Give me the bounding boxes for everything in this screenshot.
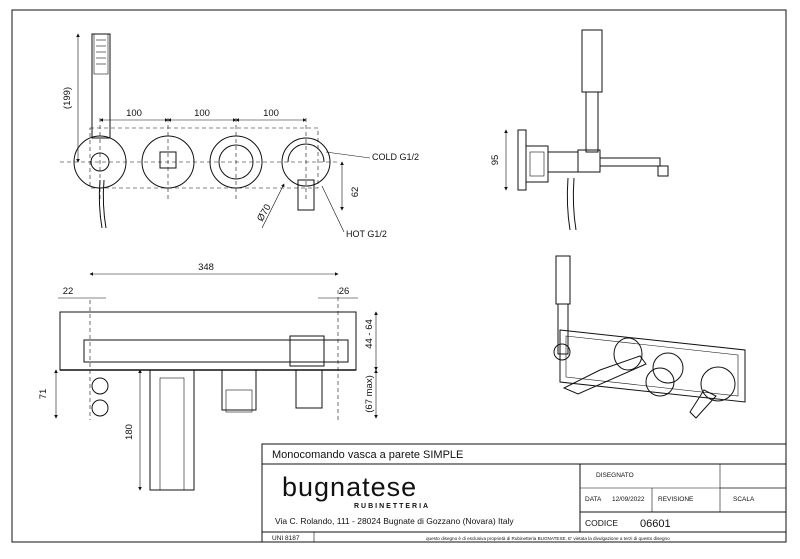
dim-side-height: 95 — [490, 155, 501, 166]
iso-wall-plate — [559, 329, 746, 403]
scala-label: SCALA — [733, 496, 755, 503]
dim-offset: 62 — [350, 187, 361, 198]
side-view: 95 — [490, 29, 669, 231]
cartridge-box — [289, 335, 325, 367]
uni-standard: UNI 8187 — [272, 535, 300, 542]
dim-total-width: 348 — [198, 262, 214, 273]
iso-diverter — [652, 352, 684, 384]
mixer-lever — [287, 143, 325, 163]
drawing-title: Monocomando vasca a parete SIMPLE — [272, 449, 463, 461]
handshower-body — [91, 33, 111, 139]
codice-label: CODICE — [585, 518, 618, 528]
brand-subtitle: RUBINETTERIA — [354, 503, 430, 510]
iso-thermostat — [645, 367, 675, 397]
side-spout — [599, 157, 661, 167]
side-handshower-handle — [585, 91, 599, 153]
handshower-nozzles — [96, 39, 106, 65]
spout-section — [149, 369, 195, 491]
hose — [98, 179, 103, 229]
side-spout-tip — [657, 165, 669, 177]
handshower-outlet-1 — [91, 377, 109, 395]
dim-diameter: Ø70 — [255, 202, 274, 223]
side-valve — [547, 151, 579, 173]
wall-hatch — [59, 311, 357, 371]
front-view: (199) 100 100 100 Ø70 62 COLD G1/2 HOT G… — [60, 33, 419, 239]
iso-handshower-handle — [557, 303, 569, 355]
brand-logo: bugnatese — [282, 472, 417, 502]
handshower-outlet-2 — [91, 399, 109, 417]
dim-spout-height: 180 — [124, 424, 135, 440]
dim-outlet-height: 71 — [38, 389, 49, 400]
iso-spout-rosette — [613, 337, 643, 371]
side-body-box — [525, 145, 549, 183]
title-block: Monocomando vasca a parete SIMPLE bugnat… — [261, 443, 787, 543]
dim-spacing-1: 100 — [126, 108, 142, 119]
callout-cold: COLD G1/2 — [372, 152, 419, 162]
codice-value: 06601 — [640, 518, 671, 530]
sheet-border — [11, 9, 787, 543]
dim-right-offset: 26 — [339, 286, 350, 297]
hose-outer — [102, 179, 107, 229]
iso-mixer-rosette — [700, 366, 736, 402]
side-wall-plate — [517, 129, 527, 191]
section-view: 348 22 26 44 - 64 (67 max) 71 180 — [38, 262, 378, 491]
thermostat-section — [221, 369, 257, 411]
dim-spacing-3: 100 — [263, 108, 279, 119]
disegnato-label: DISEGNATO — [596, 472, 634, 479]
side-hose — [566, 177, 571, 231]
title-block-frame — [261, 443, 787, 543]
iso-handshower-head — [555, 255, 571, 305]
data-value: 12/09/2022 — [612, 496, 645, 503]
company-address: Via C. Rolando, 111 - 28024 Bugnate di G… — [275, 516, 514, 526]
embedded-body — [83, 339, 349, 363]
data-label: DATA — [585, 496, 602, 503]
dim-left-offset: 22 — [63, 286, 74, 297]
iso-spout — [562, 355, 647, 395]
isometric-view — [553, 255, 746, 419]
dim-max-depth: (67 max) — [364, 375, 375, 412]
dim-handshower-height: (199) — [62, 87, 73, 109]
handshower-head — [93, 33, 109, 75]
dim-spacing-2: 100 — [194, 108, 210, 119]
dim-depth: 44 - 64 — [364, 319, 375, 349]
side-handshower-head — [581, 29, 603, 93]
iso-mixer-lever — [689, 389, 717, 419]
iso-handshower-holder — [553, 343, 571, 361]
mixer-section — [295, 369, 323, 409]
side-knob — [577, 149, 601, 173]
plate-outline — [89, 127, 319, 189]
ownership-notice: questo disegno è di esclusiva proprietà … — [426, 536, 670, 541]
revisione-label: REVISIONE — [658, 496, 694, 503]
callout-hot: HOT G1/2 — [346, 229, 387, 239]
mixer-body — [297, 179, 315, 211]
